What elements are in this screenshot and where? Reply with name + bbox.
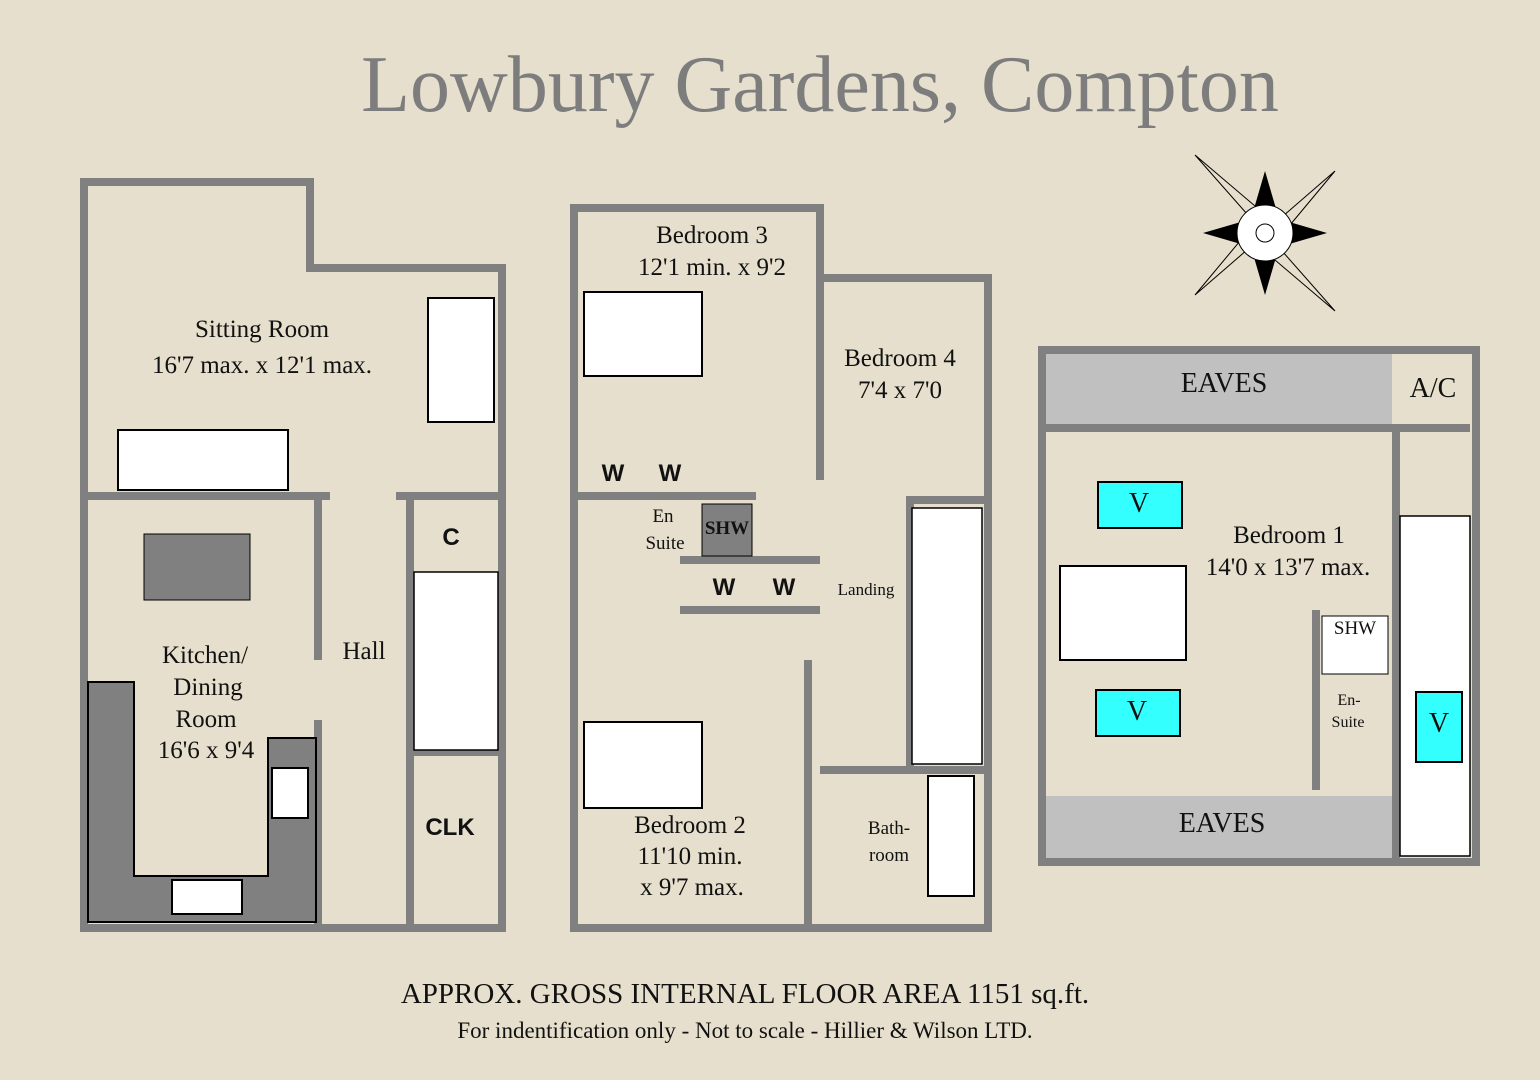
velux-label: V (1126, 696, 1148, 727)
bathroom-label: room (868, 845, 910, 866)
bedroom2-size: 11'10 min. (637, 843, 743, 870)
second-floor-outline (1038, 346, 1480, 866)
bathroom-label: Bath- (867, 818, 911, 839)
bedroom4-label: Bedroom 4 (844, 345, 956, 372)
kitchen-label: Dining (173, 674, 243, 701)
bedroom2-label: Bedroom 2 (634, 812, 746, 839)
sitting-room-label: Sitting Room (194, 316, 330, 343)
cloakroom-label: CLK (425, 814, 475, 841)
shower-icon (701, 503, 753, 557)
bed-icon (583, 291, 1187, 809)
bath-icon (927, 775, 975, 897)
ensuite-label: Suite (1331, 714, 1365, 731)
compass-icon (1194, 154, 1336, 312)
bedroom2-size: x 9'7 max. (640, 874, 744, 901)
hob-icon (271, 767, 309, 819)
wardrobe-label: W (601, 460, 625, 487)
wardrobe-label: W (658, 460, 682, 487)
ground-floor-outline (80, 178, 506, 932)
bedroom1-size: 14'0 x 13'7 max. (1205, 554, 1371, 581)
kitchen-size: 16'6 x 9'4 (157, 737, 255, 764)
wardrobe-label: W (712, 574, 736, 601)
wardrobe-label: W (772, 574, 796, 601)
hall-label: Hall (342, 638, 386, 665)
eaves-bottom (1046, 796, 1392, 858)
ensuite-label: En (652, 506, 674, 527)
ensuite-label: En- (1337, 692, 1361, 709)
shower-label: SHW (704, 518, 750, 539)
ac-label: A/C (1409, 373, 1457, 404)
bedroom3-label: Bedroom 3 (656, 222, 768, 249)
ensuite-label: Suite (645, 533, 685, 554)
floor-area-text: APPROX. GROSS INTERNAL FLOOR AREA 1151 s… (400, 978, 1090, 1010)
shower-icon (1321, 615, 1389, 675)
velux-label: V (1428, 708, 1450, 739)
eaves-bottom-label: EAVES (1178, 808, 1266, 839)
disclaimer-text: For indentification only - Not to scale … (457, 1018, 1033, 1043)
bedroom4-size: 7'4 x 7'0 (857, 377, 943, 404)
eaves-top (1046, 354, 1392, 424)
kitchen-label: Kitchen/ (161, 642, 249, 669)
velux-window-icon (1095, 481, 1463, 763)
stairs-icon (413, 507, 1471, 857)
kitchen-counter (87, 681, 317, 923)
sink-icon (171, 879, 243, 915)
kitchen-label: Room (175, 706, 237, 733)
dining-table-icon (143, 533, 251, 601)
bedroom3-size: 12'1 min. x 9'2 (638, 254, 786, 281)
shower-label: SHW (1333, 618, 1377, 639)
sitting-room-size: 16'7 max. x 12'1 max. (151, 352, 373, 379)
page-title: Lowbury Gardens, Compton (361, 41, 1279, 129)
eaves-top-label: EAVES (1180, 368, 1268, 399)
first-floor-outline (570, 204, 992, 932)
bedroom1-label: Bedroom 1 (1233, 522, 1345, 549)
cupboard-label: C (442, 524, 460, 551)
landing-label: Landing (837, 580, 895, 599)
sofa-icon (117, 297, 495, 491)
velux-label: V (1128, 488, 1150, 519)
